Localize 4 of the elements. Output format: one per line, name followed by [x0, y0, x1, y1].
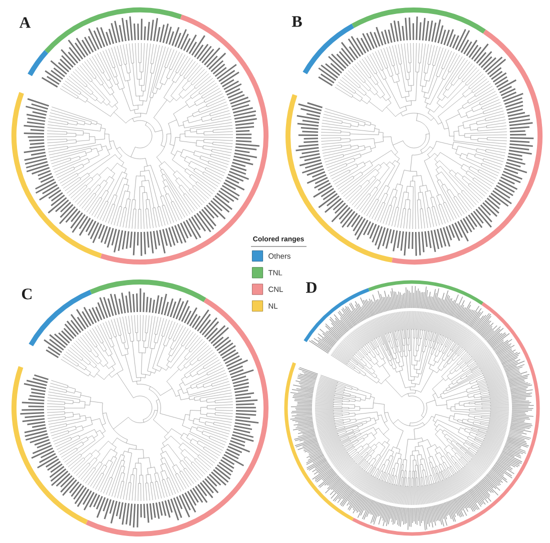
panel-letter: D — [306, 282, 316, 293]
panel-letter: A — [19, 17, 31, 28]
panel-letter: B — [292, 16, 302, 27]
panel-letter: C — [22, 288, 32, 300]
